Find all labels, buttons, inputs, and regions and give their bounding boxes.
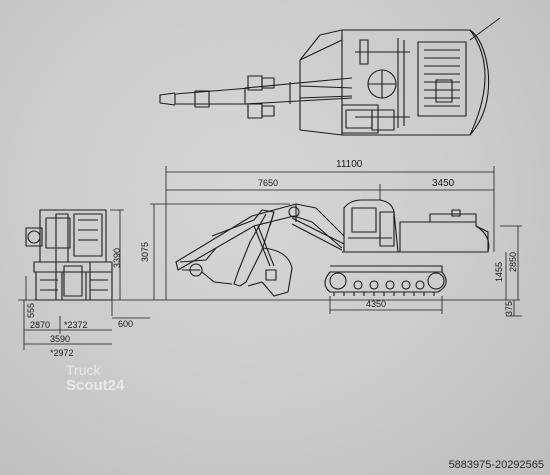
front-view <box>25 209 113 301</box>
listing-ref: 5883975-20292565 <box>448 459 544 471</box>
dim-counterweight-height: 1455 <box>494 262 504 282</box>
dim-overall-width: 3590 <box>50 334 70 344</box>
dim-total-length: 11100 <box>336 159 363 170</box>
dim-track-length: 4350 <box>366 299 386 309</box>
dim-tail-length: 3450 <box>432 178 455 189</box>
watermark-line2: Scout24 <box>66 377 125 394</box>
dim-overall-width-alt: *2972 <box>50 348 74 358</box>
top-view <box>159 17 501 136</box>
dim-track-height: 555 <box>26 303 36 318</box>
dim-shoe-width: 600 <box>118 319 133 329</box>
dim-overall-height: 3075 <box>140 242 150 262</box>
dim-upper-height: 2850 <box>508 252 518 272</box>
dim-ground-clearance: 375 <box>504 301 514 316</box>
watermark-line1: Truck <box>66 362 101 378</box>
dimension-lines <box>18 166 522 350</box>
side-view <box>175 199 490 297</box>
dim-cab-height: 3390 <box>112 248 122 268</box>
dim-track-gauge: 2870 <box>30 320 50 330</box>
watermark-logo: Truck Scout24 <box>66 362 125 394</box>
dim-boom-reach: 7650 <box>258 178 278 188</box>
dim-track-gauge-alt: *2372 <box>64 320 88 330</box>
